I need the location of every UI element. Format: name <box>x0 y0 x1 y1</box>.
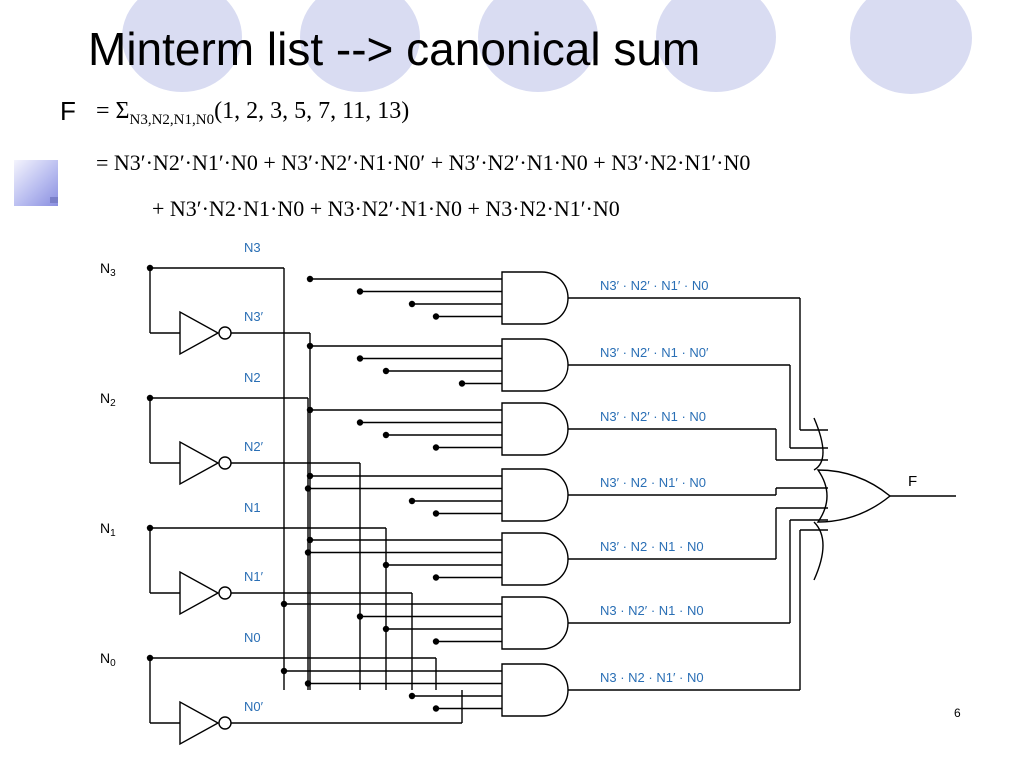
junction-dot <box>408 692 416 700</box>
junction-dot <box>432 638 440 645</box>
product-term-label: N3 · N2′ · N1 · N0 <box>600 603 704 618</box>
and-gate <box>501 532 569 586</box>
true-label-N1: N1 <box>244 500 261 515</box>
equation-vars: N3,N2,N1,N0 <box>129 111 215 128</box>
junction-dot <box>458 380 466 387</box>
equation-sigma: = Σ <box>96 98 130 124</box>
true-label-N2: N2 <box>244 370 261 385</box>
input-label-N3: N3 <box>100 260 116 279</box>
junction-dot <box>432 313 440 320</box>
equation-line-1: = ΣN3,N2,N1,N0(1, 2, 3, 5, 7, 11, 13) <box>96 98 409 129</box>
complement-label-N2: N2′ <box>244 439 264 454</box>
junction-dot <box>432 510 440 517</box>
junction-dot <box>408 497 416 505</box>
junction-dot <box>306 342 314 350</box>
inverter-bubble <box>218 456 232 470</box>
inverter-gate <box>179 310 220 356</box>
junction-dot <box>306 536 314 544</box>
junction-dot <box>408 300 416 308</box>
equation-minterms: (1, 2, 3, 5, 7, 11, 13) <box>214 98 410 124</box>
junction-dot <box>304 680 312 687</box>
junction-dot <box>304 549 312 556</box>
inverter-gate <box>179 570 220 616</box>
junction-dot <box>382 367 390 375</box>
input-label-N1: N1 <box>100 520 116 539</box>
inverter-gate <box>179 440 220 486</box>
and-gate <box>501 468 569 522</box>
decor-circle-4 <box>656 0 776 92</box>
decor-circle-2 <box>300 0 420 92</box>
inverter-bubble <box>218 586 232 600</box>
or-gate-ext-top <box>813 417 824 471</box>
function-name: F <box>60 96 76 126</box>
decor-circle-1 <box>122 0 242 92</box>
or-gate <box>816 469 892 523</box>
junction-dot <box>306 472 314 480</box>
product-term-label: N3′ · N2′ · N1 · N0 <box>600 409 706 424</box>
inverter-bubble <box>218 326 232 340</box>
complement-label-N3: N3′ <box>244 309 264 324</box>
product-term-label: N3 · N2 · N1′ · N0 <box>600 670 704 685</box>
junction-dot <box>382 625 390 633</box>
product-term-label: N3′ · N2′ · N1 · N0′ <box>600 345 709 360</box>
input-label-N0: N0 <box>100 650 116 669</box>
and-gate <box>501 402 569 456</box>
and-gate <box>501 338 569 392</box>
junction-dot <box>356 355 364 362</box>
bullet-bar-icon <box>50 197 58 203</box>
junction-dot <box>356 288 364 295</box>
page-number: 6 <box>954 706 961 720</box>
input-label-N2: N2 <box>100 390 116 409</box>
or-gate-ext-bottom <box>813 521 824 581</box>
product-term-label: N3′ · N2 · N1 · N0 <box>600 539 704 554</box>
true-label-N3: N3 <box>244 240 261 255</box>
equation-line-3: + N3′·N2·N1·N0 + N3·N2′·N1·N0 + N3·N2·N1… <box>152 196 620 221</box>
output-label: F <box>908 473 917 490</box>
inverter-gate <box>179 700 220 746</box>
decor-circle-5 <box>850 0 972 94</box>
and-gate <box>501 663 569 717</box>
complement-label-N1: N1′ <box>244 569 264 584</box>
junction-dot <box>304 485 312 492</box>
junction-dot <box>280 667 288 675</box>
junction-dot <box>280 600 288 608</box>
and-gate <box>501 271 569 325</box>
junction-dot <box>382 431 390 439</box>
true-label-N0: N0 <box>244 630 261 645</box>
junction-dot <box>432 574 440 581</box>
junction-dot <box>356 419 364 426</box>
junction-dot <box>382 561 390 569</box>
junction-dot <box>432 705 440 712</box>
product-term-label: N3′ · N2 · N1′ · N0 <box>600 475 706 490</box>
equation-line-2: = N3′·N2′·N1′·N0 + N3′·N2′·N1·N0′ + N3′·… <box>96 150 751 175</box>
decor-circle-3 <box>478 0 598 92</box>
product-term-label: N3′ · N2′ · N1′ · N0 <box>600 278 708 293</box>
inverter-bubble <box>218 716 232 730</box>
slide-title: Minterm list --> canonical sum <box>88 23 701 75</box>
and-gate <box>501 596 569 650</box>
junction-dot <box>306 406 314 414</box>
junction-dot <box>432 444 440 451</box>
complement-label-N0: N0′ <box>244 699 264 714</box>
junction-dot <box>306 275 314 283</box>
junction-dot <box>356 613 364 620</box>
